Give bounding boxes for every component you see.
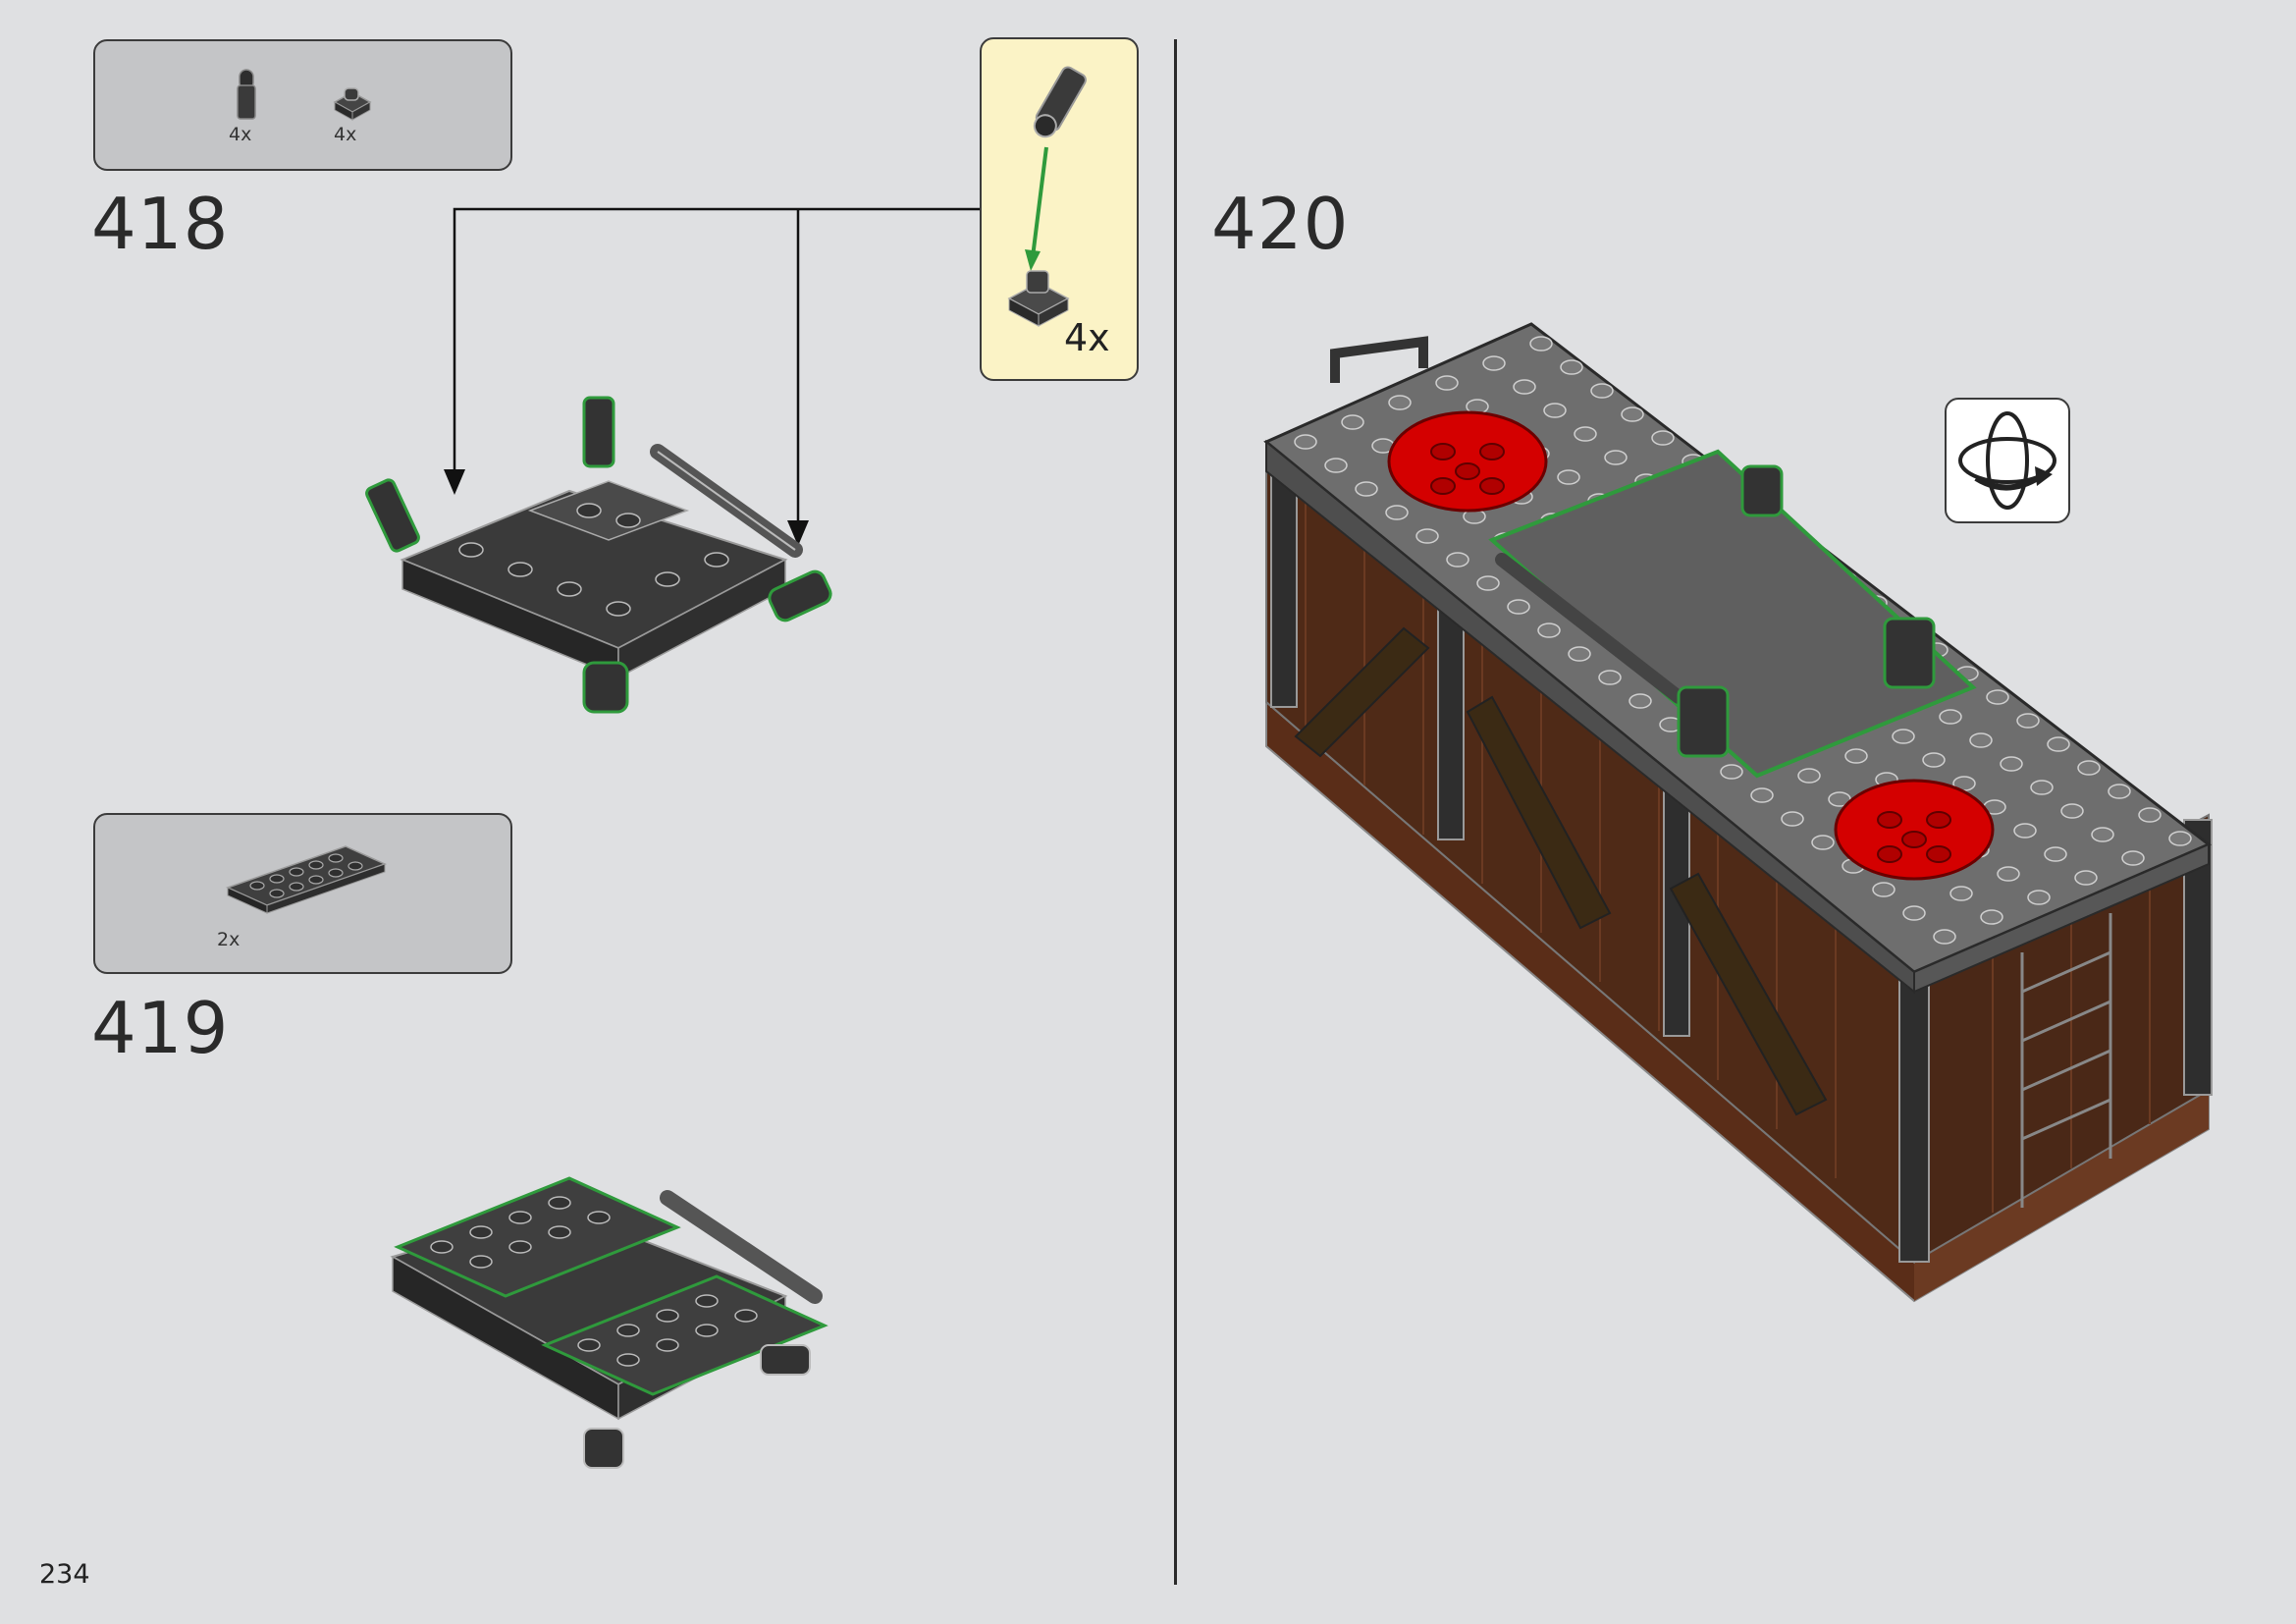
roof-stud bbox=[2060, 803, 2084, 819]
roof-stud bbox=[2027, 890, 2051, 905]
roof-stud bbox=[1388, 395, 1412, 410]
roof-stud bbox=[2030, 780, 2054, 795]
sub-assembly-qty: 4x bbox=[1064, 316, 1110, 359]
roof-stud bbox=[1811, 835, 1835, 850]
roof-stud bbox=[1294, 434, 1317, 450]
parts-callout-418: 4x 4x bbox=[93, 39, 512, 171]
roof-stud bbox=[1590, 383, 1614, 399]
roof-stud bbox=[1557, 469, 1580, 485]
part-qty: 4x bbox=[229, 124, 252, 145]
roof-stud bbox=[2047, 736, 2070, 752]
roof-stud bbox=[1560, 359, 1583, 375]
roof-stud bbox=[1507, 599, 1530, 615]
step-418-model bbox=[365, 396, 832, 714]
step-number-420: 420 bbox=[1211, 183, 1350, 265]
roof-stud bbox=[1892, 729, 1915, 744]
roof-stud bbox=[2000, 756, 2023, 772]
roof-stud bbox=[1476, 575, 1500, 591]
roof-stud bbox=[1621, 406, 1644, 422]
roof-stud bbox=[1844, 748, 1868, 764]
roof-stud bbox=[1341, 414, 1364, 430]
roof-stud bbox=[1781, 811, 1804, 827]
roof-stud bbox=[2121, 850, 2145, 866]
roof-stud bbox=[1355, 481, 1378, 497]
roof-stud bbox=[1922, 752, 1946, 768]
roof-stud bbox=[1482, 355, 1506, 371]
roof-stud bbox=[1324, 458, 1348, 473]
sub-assembly-callout: 4x bbox=[980, 37, 1139, 381]
plate-2x6-part-icon bbox=[225, 845, 388, 914]
roof-stud bbox=[1980, 909, 2003, 925]
step-divider bbox=[1174, 39, 1177, 1585]
roof-stud bbox=[2016, 713, 2040, 729]
roof-stud bbox=[1543, 403, 1567, 418]
roof-stud bbox=[1986, 689, 2009, 705]
roof-stud bbox=[1415, 528, 1439, 544]
roof-stud bbox=[1513, 379, 1536, 395]
rotate-model-callout bbox=[1945, 398, 2070, 523]
bar-holder-clip-part-icon bbox=[237, 69, 256, 120]
roof-stud bbox=[1750, 787, 1774, 803]
step-419-model bbox=[390, 1176, 828, 1469]
roof-stud bbox=[1651, 430, 1675, 446]
roof-stud bbox=[2044, 846, 2067, 862]
roof-stud bbox=[1720, 764, 1743, 780]
roof-stud bbox=[1568, 646, 1591, 662]
step-number-419: 419 bbox=[91, 987, 230, 1069]
roof-stud bbox=[1529, 336, 1553, 352]
roof-stud bbox=[1969, 732, 1993, 748]
step-420-model bbox=[1263, 322, 2213, 1303]
part-qty: 2x bbox=[217, 929, 240, 950]
sub-assembly-diagram bbox=[1007, 66, 1087, 327]
roof-stud bbox=[2138, 807, 2162, 823]
roof-stud bbox=[2091, 827, 2114, 842]
roof-stud bbox=[1598, 670, 1622, 685]
roof-stud bbox=[1629, 693, 1652, 709]
page-number: 234 bbox=[39, 1559, 90, 1590]
roof-stud bbox=[1949, 886, 1973, 901]
roof-stud bbox=[2077, 760, 2101, 776]
roof-stud bbox=[1939, 709, 1962, 725]
parts-callout-419: 2x bbox=[93, 813, 512, 974]
roof-stud bbox=[1797, 768, 1821, 784]
roof-stud bbox=[2013, 823, 2037, 839]
roof-stud bbox=[2108, 784, 2131, 799]
roof-stud bbox=[1385, 505, 1409, 520]
roof-stud bbox=[1872, 882, 1896, 897]
roof-stud bbox=[2074, 870, 2098, 886]
roof-stud bbox=[2168, 831, 2192, 846]
plate-clip-part-icon bbox=[333, 87, 372, 121]
roof-stud bbox=[1435, 375, 1459, 391]
roof-stud bbox=[1537, 623, 1561, 638]
roof-stud bbox=[1574, 426, 1597, 442]
roof-stud bbox=[1604, 450, 1628, 465]
roof-stud bbox=[1997, 866, 2020, 882]
rotate-model-icon bbox=[1958, 411, 2056, 510]
roof-stud bbox=[1933, 929, 1956, 945]
roof-stud bbox=[1902, 905, 1926, 921]
roof-stud bbox=[1446, 552, 1469, 568]
part-qty: 4x bbox=[334, 124, 357, 145]
step-number-418: 418 bbox=[91, 183, 230, 265]
